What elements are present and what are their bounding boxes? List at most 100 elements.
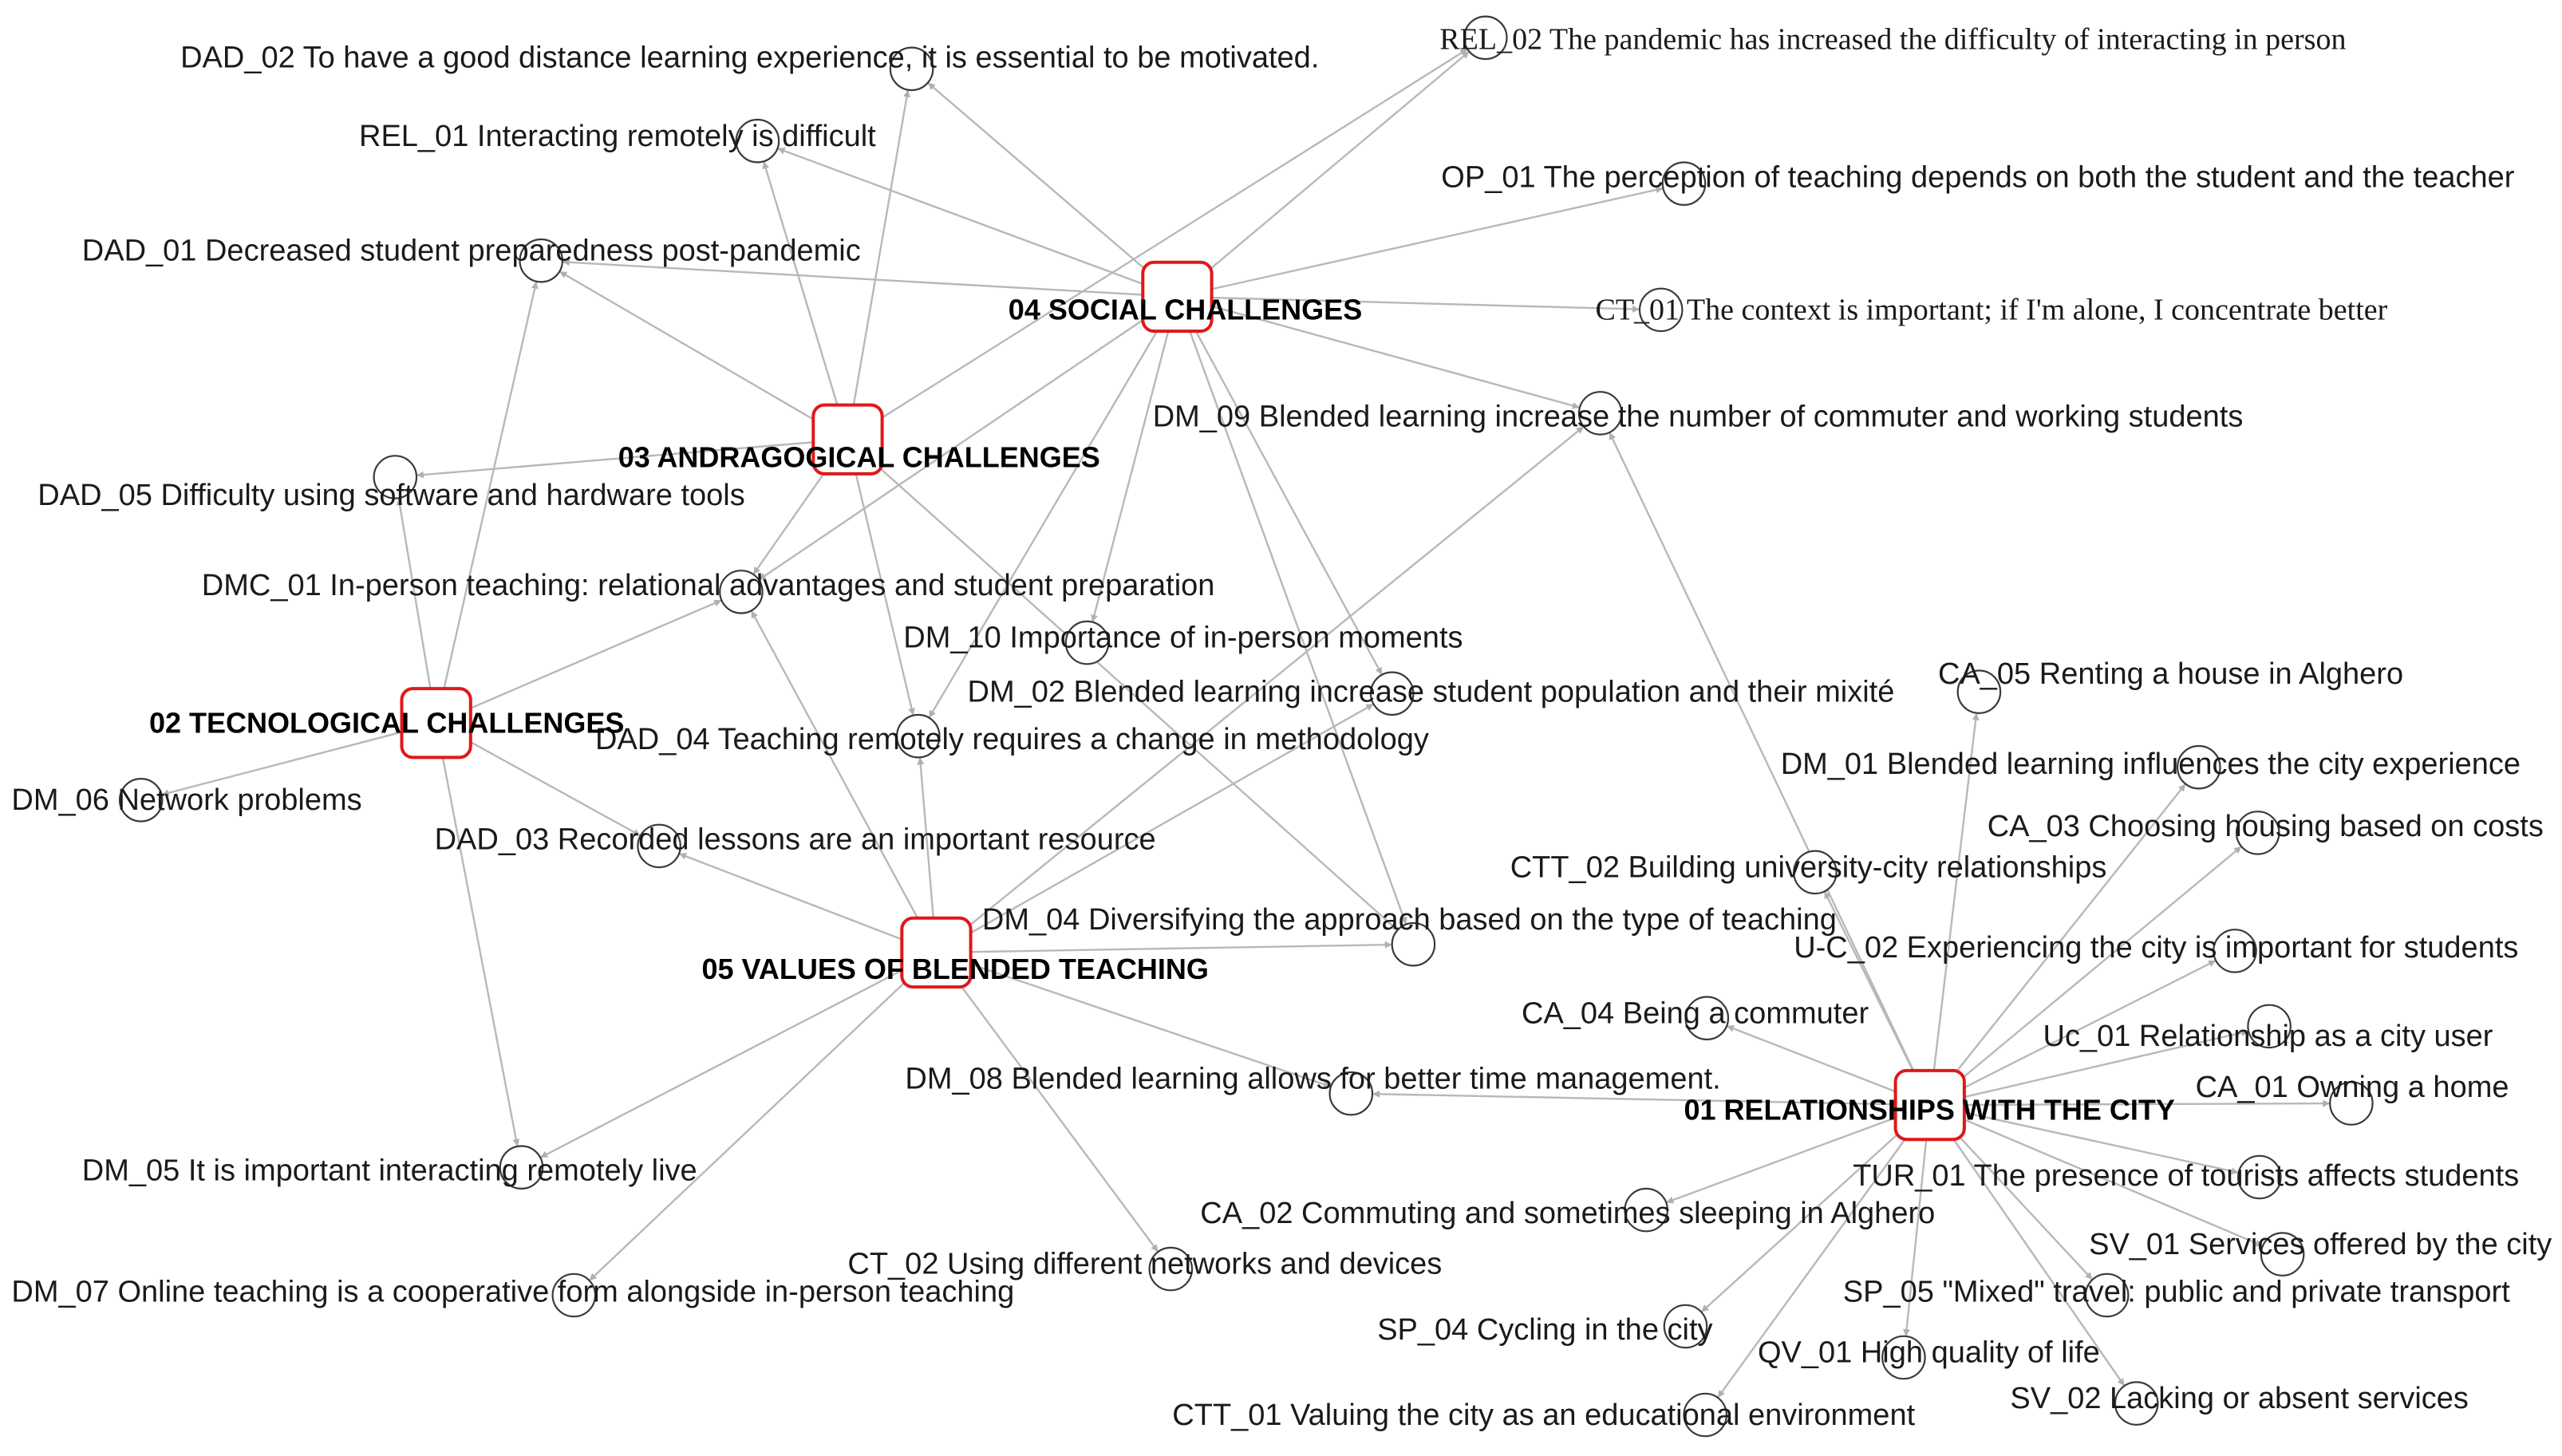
hub-label-h03: 03 ANDRAGOGICAL CHALLENGES	[618, 441, 1100, 474]
edge-h05-dm07	[588, 975, 912, 1281]
node-label-sp04: SP_04 Cycling in the city	[1377, 1313, 1712, 1347]
node-dad03[interactable]	[637, 823, 681, 869]
edge-h02-dad01	[443, 281, 539, 690]
edge-h03-dad05	[416, 441, 814, 479]
node-ca01[interactable]	[2329, 1081, 2374, 1126]
node-dm10[interactable]	[1064, 620, 1110, 665]
node-dm08[interactable]	[1328, 1071, 1374, 1116]
node-dm02[interactable]	[1369, 671, 1415, 716]
node-label-ct01: CT_01 The context is important; if I'm a…	[1596, 294, 2388, 327]
node-sv02[interactable]	[2114, 1381, 2159, 1426]
edge-h01-sp04	[1700, 1127, 1905, 1313]
node-dm07[interactable]	[551, 1273, 597, 1318]
edge-h03-dmc01	[752, 467, 829, 575]
node-rel01[interactable]	[735, 118, 780, 164]
node-ct02[interactable]	[1148, 1246, 1194, 1292]
node-label-dad04: DAD_04 Teaching remotely requires a chan…	[595, 723, 1429, 756]
node-label-qv01: QV_01 High quality of life	[1758, 1336, 2100, 1370]
node-sv01[interactable]	[2260, 1232, 2305, 1276]
node-sp05[interactable]	[2084, 1273, 2130, 1318]
edge-h05-dmc01	[750, 610, 921, 923]
edge-h03-dad01	[559, 270, 819, 424]
node-dm01[interactable]	[2177, 744, 2221, 790]
edge-h03-rel01	[762, 160, 839, 407]
node-tur01[interactable]	[2237, 1154, 2282, 1200]
node-label-rel01: REL_01 Interacting remotely is difficult	[359, 120, 876, 153]
edge-h01-sv02	[1948, 1132, 2126, 1387]
node-dad02[interactable]	[889, 46, 934, 92]
node-label-sv02: SV_02 Lacking or absent services	[2010, 1382, 2469, 1415]
node-label-dm10: DM_10 Importance of in-person moments	[903, 621, 1463, 655]
edge-h03-dad04	[855, 472, 915, 716]
edge-h04-dm09	[1210, 305, 1581, 409]
node-qv01[interactable]	[1881, 1335, 1926, 1380]
edge-h01-uc02	[1960, 959, 2217, 1091]
node-ctt01[interactable]	[1683, 1392, 1728, 1438]
node-dm05[interactable]	[499, 1145, 544, 1190]
hub-node-h03[interactable]	[811, 403, 884, 475]
edge-h03-rel02	[876, 48, 1468, 422]
node-ca05[interactable]	[1956, 669, 2002, 715]
node-dad05[interactable]	[373, 455, 418, 499]
node-label-dm04: DM_04 Diversifying the approach based on…	[982, 903, 1837, 937]
node-dm04[interactable]	[1391, 921, 1436, 967]
node-label-ca03: CA_03 Choosing housing based on costs	[1988, 810, 2544, 843]
edge-h05-dad04	[917, 757, 934, 918]
node-uc01[interactable]	[2247, 1004, 2292, 1049]
edge-h03-dm04	[872, 461, 1399, 931]
node-ca02[interactable]	[1624, 1187, 1669, 1233]
node-rel02[interactable]	[1463, 15, 1508, 61]
node-label-uc02: U-C_02 Experiencing the city is importan…	[1794, 931, 2518, 965]
edge-h01-sv01	[1961, 1117, 2264, 1247]
node-label-dad02: DAD_02 To have a good distance learning …	[180, 41, 1319, 74]
edge-h01-ctt02	[1823, 890, 1916, 1075]
edge-h04-dmc01	[758, 315, 1150, 581]
node-dm09[interactable]	[1577, 391, 1623, 436]
edge-layer	[161, 48, 2331, 1399]
edge-h02-dad03	[465, 739, 641, 837]
hub-label-h05: 05 VALUES OF BLENDED TEACHING	[702, 953, 1209, 985]
node-label-dad01: DAD_01 Decreased student preparedness po…	[82, 235, 861, 268]
node-label-dmc01: DMC_01 In-person teaching: relational ad…	[202, 569, 1215, 602]
node-label-dad03: DAD_03 Recorded lessons are an important…	[435, 823, 1156, 857]
edge-h05-dm09	[962, 425, 1585, 932]
node-label-dm09: DM_09 Blended learning increase the numb…	[1153, 400, 2244, 433]
edge-h02-dad05	[396, 498, 432, 689]
hub-label-h04: 04 SOCIAL CHALLENGES	[1009, 294, 1362, 326]
node-dm06[interactable]	[118, 777, 164, 823]
hub-node-h02[interactable]	[400, 687, 472, 760]
edge-h01-dm01	[1950, 783, 2187, 1079]
node-ct01[interactable]	[1638, 287, 1684, 333]
node-dad04[interactable]	[896, 713, 941, 759]
node-label-rel02: REL_02 The pandemic has increased the di…	[1439, 23, 2346, 57]
node-sp04[interactable]	[1663, 1304, 1708, 1349]
node-op01[interactable]	[1661, 161, 1707, 207]
edge-h01-ca02	[1665, 1115, 1898, 1204]
hub-label-h02: 02 TECNOLOGICAL CHALLENGES	[149, 707, 624, 740]
edge-h05-dad03	[678, 852, 905, 941]
edge-h04-dad01	[562, 258, 1143, 296]
hub-node-h04[interactable]	[1141, 260, 1214, 333]
node-uc02[interactable]	[2213, 929, 2257, 973]
node-ca04[interactable]	[1684, 996, 1730, 1041]
node-label-dm01: DM_01 Blended learning influences the ci…	[1781, 748, 2521, 781]
edge-h04-rel01	[777, 147, 1146, 286]
node-label-op01: OP_01 The perception of teaching depends…	[1441, 160, 2514, 194]
edge-h01-qv01	[1903, 1138, 1928, 1337]
edge-h05-dm05	[539, 967, 906, 1158]
hub-node-h05[interactable]	[900, 916, 973, 989]
node-label-sp05: SP_05 "Mixed" travel: public and private…	[1843, 1276, 2510, 1309]
edge-h01-uc01	[1963, 1029, 2249, 1099]
edge-h05-dm08	[968, 962, 1332, 1088]
node-ctt02[interactable]	[1793, 850, 1838, 895]
node-label-dm02: DM_02 Blended learning increase student …	[968, 676, 1895, 709]
node-label-ca04: CA_04 Being a commuter	[1522, 996, 1869, 1030]
node-dmc01[interactable]	[719, 570, 764, 614]
edge-h03-dad02	[852, 89, 910, 406]
edge-h01-ca04	[1726, 1024, 1898, 1094]
node-dad01[interactable]	[519, 238, 564, 283]
node-ca03[interactable]	[2235, 811, 2280, 855]
hub-node-h01[interactable]	[1893, 1068, 1966, 1142]
edge-h01-ca05	[1932, 712, 1980, 1071]
